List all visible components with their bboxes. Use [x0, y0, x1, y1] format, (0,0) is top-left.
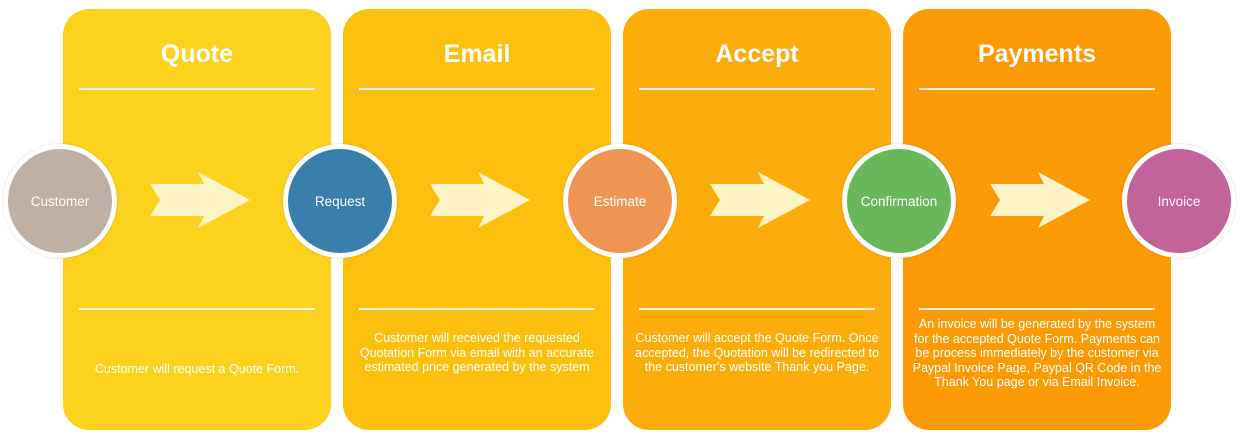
node-label: Customer [30, 193, 90, 209]
stage-divider [79, 308, 315, 310]
stage-divider [919, 88, 1155, 90]
stage-description: Customer will request a Quote Form. [94, 362, 300, 376]
stage-title: Payments [977, 40, 1097, 68]
arrow-right-icon [990, 172, 1090, 228]
node-customer: Customer [3, 144, 117, 258]
stage-divider [639, 308, 875, 310]
stage-title: Email [443, 40, 511, 68]
arrow-right-icon [430, 172, 530, 228]
stage-description: Customer will received the requested Quo… [359, 331, 595, 374]
node-label: Invoice [1157, 193, 1201, 209]
node-label: Request [314, 193, 366, 209]
stage-title: Quote [160, 40, 234, 68]
node-invoice: Invoice [1122, 144, 1236, 258]
stage-divider [359, 308, 595, 310]
stage-title: Accept [715, 40, 799, 68]
stage-divider [79, 88, 315, 90]
node-label: Estimate [593, 193, 647, 209]
stage-description: An invoice will be generated by the syst… [912, 317, 1162, 389]
node-estimate: Estimate [563, 144, 677, 258]
node-request: Request [283, 144, 397, 258]
arrow-right-icon [710, 172, 810, 228]
stage-divider [359, 88, 595, 90]
stage-description: Customer will accept the Quote Form. Onc… [635, 331, 879, 374]
stage-divider [639, 88, 875, 90]
arrow-right-icon [150, 172, 250, 228]
node-label: Confirmation [860, 193, 938, 209]
stage-divider [919, 308, 1155, 310]
node-confirmation: Confirmation [842, 144, 956, 258]
